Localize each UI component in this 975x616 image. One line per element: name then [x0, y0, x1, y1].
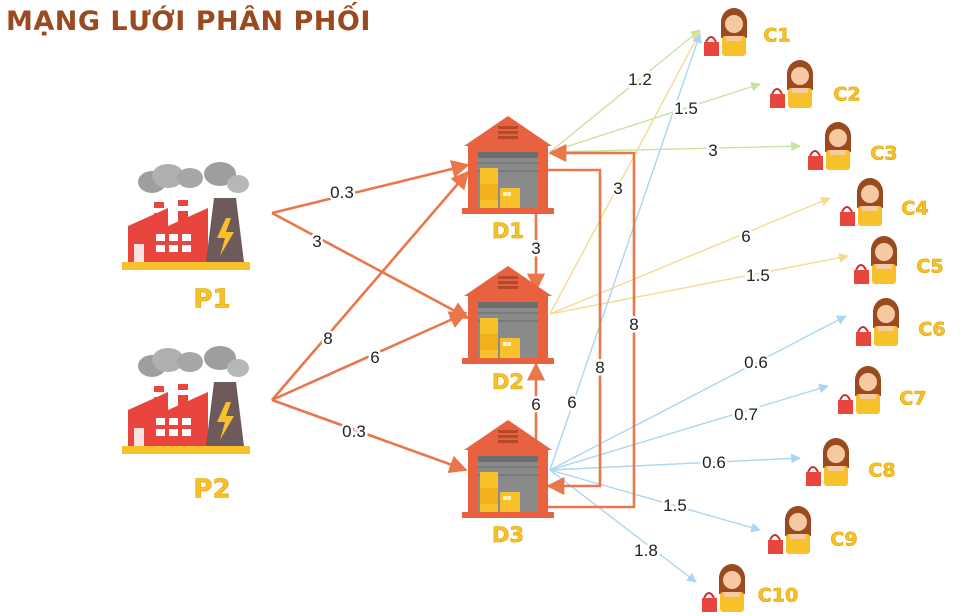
- edge-d2-c5: [549, 252, 849, 315]
- customer-label-c6: C6: [918, 319, 945, 341]
- edge-label-d2-c4: 6: [741, 227, 750, 246]
- customer-shopper-icon: [701, 563, 746, 613]
- customer-shopper-icon: [703, 7, 748, 57]
- edge-d2-c1: [549, 31, 701, 315]
- edge-d3-c8: [549, 453, 801, 471]
- customer-c1[interactable]: [703, 7, 748, 57]
- edge-label-d1-d3: 8: [595, 358, 604, 377]
- customer-c2[interactable]: [769, 59, 814, 109]
- edge-d3-c10: [549, 469, 697, 583]
- customer-shopper-icon: [853, 235, 898, 285]
- edge-d1-d3: [546, 168, 602, 496]
- edge-p1-d1: [271, 160, 470, 215]
- edge-label-d2-c1: 3: [613, 179, 622, 198]
- warehouse-icon: [462, 116, 554, 214]
- edge-label-d3-c8: 0.6: [702, 453, 726, 472]
- warehouse-d2[interactable]: [462, 266, 554, 364]
- customer-label-c8: C8: [868, 460, 895, 482]
- edge-label-p2-d2: 6: [370, 348, 379, 367]
- customer-c8[interactable]: [805, 437, 850, 487]
- edge-label-d3-c1: 6: [567, 393, 576, 412]
- factory-label-p1: P1: [193, 285, 230, 315]
- warehouse-label-d3: D3: [492, 523, 524, 547]
- page-title: MẠNG LƯỚI PHÂN PHỐI: [6, 6, 371, 37]
- edge-label-p2-d1: 8: [323, 329, 332, 348]
- customer-c4[interactable]: [839, 177, 884, 227]
- customer-shopper-icon: [839, 177, 884, 227]
- factory-p1[interactable]: [122, 162, 250, 270]
- factory-icon: [122, 162, 250, 270]
- customer-c10[interactable]: [701, 563, 746, 613]
- warehouse-icon: [462, 420, 554, 518]
- customer-shopper-icon: [837, 365, 882, 415]
- edge-label-d3-c7: 0.7: [734, 405, 758, 424]
- factory-label-p2: P2: [193, 475, 230, 505]
- customer-shopper-icon: [767, 505, 812, 555]
- customer-label-c4: C4: [901, 198, 928, 220]
- edge-p2-d2: [271, 311, 468, 402]
- edge-label-d3-c9: 1.5: [663, 496, 687, 515]
- edge-label-d3-d1: 8: [629, 315, 638, 334]
- customer-c3[interactable]: [807, 121, 852, 171]
- customer-shopper-icon: [807, 121, 852, 171]
- edge-label-d1-c3: 3: [708, 141, 717, 160]
- edge-p2-d1: [271, 170, 470, 401]
- customer-c5[interactable]: [853, 235, 898, 285]
- warehouse-d1[interactable]: [462, 116, 554, 214]
- edge-p2-d3: [271, 398, 468, 474]
- edge-label-d3-d2: 6: [531, 395, 540, 414]
- customer-label-c2: C2: [833, 84, 860, 106]
- customer-label-c9: C9: [830, 529, 857, 551]
- customer-c6[interactable]: [855, 297, 900, 347]
- edge-d1-c1: [549, 29, 701, 153]
- edge-label-d2-c5: 1.5: [746, 266, 770, 285]
- nodes-layer: [122, 7, 900, 613]
- edge-d2-c4: [549, 196, 831, 315]
- factory-icon: [122, 346, 250, 454]
- customer-shopper-icon: [805, 437, 850, 487]
- warehouse-d3[interactable]: [462, 420, 554, 518]
- customer-label-c3: C3: [870, 143, 897, 165]
- edge-label-d1-d2: 3: [531, 239, 540, 258]
- customer-label-c5: C5: [916, 256, 943, 278]
- customer-shopper-icon: [855, 297, 900, 347]
- customer-c7[interactable]: [837, 365, 882, 415]
- edge-label-d3-c10: 1.8: [634, 541, 658, 560]
- edge-d1-c3: [549, 141, 801, 153]
- customer-label-c1: C1: [763, 25, 790, 47]
- edge-p1-d2: [271, 211, 470, 320]
- edge-d3-d1: [548, 143, 636, 509]
- customer-c9[interactable]: [767, 505, 812, 555]
- warehouse-label-d2: D2: [492, 370, 524, 394]
- factory-p2[interactable]: [122, 346, 250, 454]
- edges-layer: [271, 29, 849, 583]
- customer-label-c7: C7: [899, 388, 926, 410]
- warehouse-label-d1: D1: [492, 219, 524, 243]
- labels-layer: 0.33860.336881.21.53361.560.60.70.61.51.…: [193, 24, 946, 607]
- customer-label-c10: C10: [758, 585, 798, 607]
- edge-label-p1-d1: 0.3: [330, 183, 354, 202]
- edge-label-d1-c1: 1.2: [628, 70, 652, 89]
- edge-label-d3-c6: 0.6: [744, 353, 768, 372]
- edge-label-p1-d2: 3: [312, 232, 321, 251]
- customer-shopper-icon: [769, 59, 814, 109]
- warehouse-icon: [462, 266, 554, 364]
- edge-d3-c1: [549, 33, 702, 471]
- edge-label-d1-c2: 1.5: [674, 99, 698, 118]
- edge-label-p2-d3: 0.3: [342, 422, 366, 441]
- edge-d3-c9: [549, 469, 761, 533]
- edge-d3-c7: [549, 383, 829, 471]
